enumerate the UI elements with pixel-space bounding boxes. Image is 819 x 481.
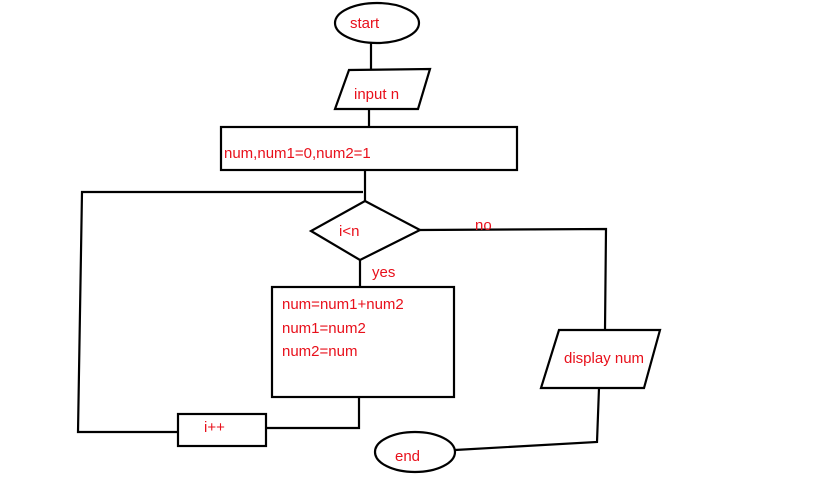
condition-node: i<n — [308, 199, 423, 262]
init-node: num,num1=0,num2=1 — [219, 125, 519, 172]
display-label: display num — [564, 350, 644, 367]
start-label: start — [350, 15, 380, 32]
connectors — [76, 43, 608, 452]
edge-condition-no — [419, 227, 608, 331]
start-terminal: start — [333, 1, 421, 45]
edge-process-increment — [266, 397, 361, 430]
edge-loop-back — [76, 190, 363, 434]
display-node: display num — [539, 328, 662, 390]
end-label: end — [395, 448, 420, 465]
init-label: num,num1=0,num2=1 — [224, 145, 371, 162]
no-label: no — [475, 217, 492, 234]
edge-display-end — [454, 387, 601, 452]
increment-label: i++ — [204, 419, 225, 436]
process-line-1: num=num1+num2 — [282, 296, 404, 313]
yes-label: yes — [372, 264, 395, 281]
condition-label: i<n — [339, 223, 359, 240]
process-line-3: num2=num — [282, 343, 357, 360]
end-terminal: end — [373, 430, 457, 474]
increment-node: i++ — [176, 412, 268, 448]
process-node: num=num1+num2 num1=num2 num2=num — [270, 285, 456, 399]
input-node: input n — [333, 67, 432, 111]
input-label: input n — [354, 86, 399, 103]
process-line-2: num1=num2 — [282, 320, 366, 337]
